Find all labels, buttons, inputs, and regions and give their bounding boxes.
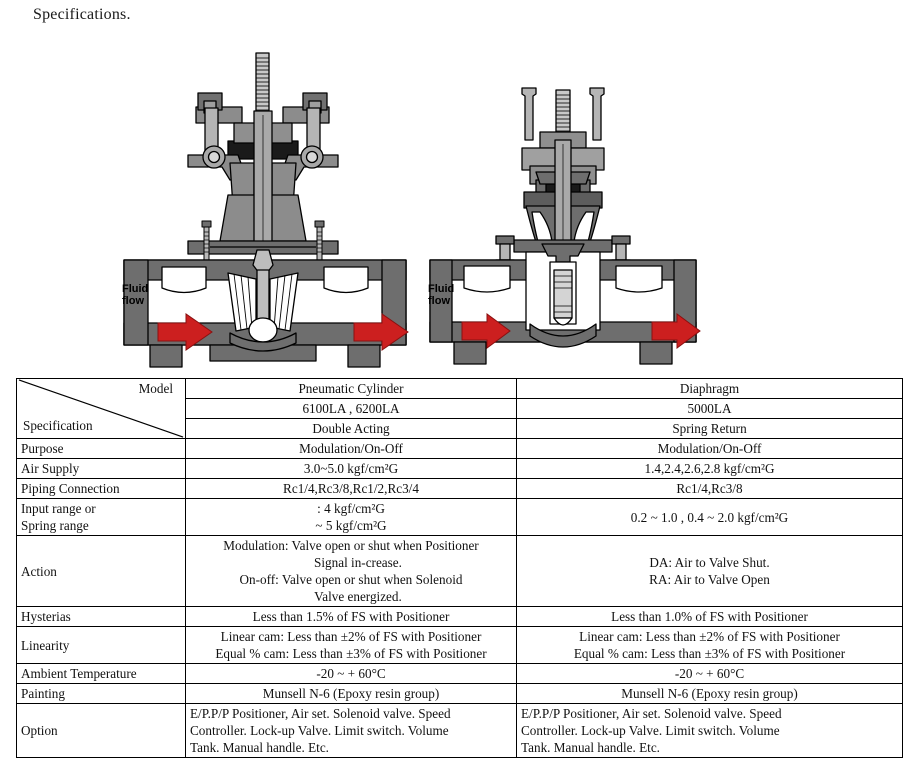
diaphragm-option-line3: Tank. Manual handle. Etc. (521, 740, 660, 755)
pneumatic-option-line2: Controller. Lock-up Valve. Limit switch.… (190, 723, 449, 738)
cell-pneumatic-action: Modulation: Valve open or shut when Posi… (185, 535, 517, 607)
flow-label-right-line1: Fluid (428, 283, 455, 295)
pneumatic-option-line1: E/P.P/P Positioner, Air set. Solenoid va… (190, 706, 451, 721)
input-range-label-line2: Spring range (21, 518, 89, 533)
flow-label-right: Fluid flow (428, 283, 454, 307)
diaphragm-linearity-line2: Equal % cam: Less than ±3% of FS with Po… (573, 646, 846, 661)
row-label-input-range: Input range or Spring range (16, 498, 186, 536)
table-row-piping-connection: Piping Connection Rc1/4,Rc3/8,Rc1/2,Rc3/… (16, 478, 903, 499)
table-row-input-range: Input range or Spring range : 4 kgf/cm²G… (16, 498, 903, 536)
cell-diaphragm-option: E/P.P/P Positioner, Air set. Solenoid va… (516, 703, 903, 758)
diaphragm-valve-diagram (429, 87, 697, 365)
pneumatic-action-line2: Signal in-crease. (314, 555, 402, 570)
column-header-pneumatic: Pneumatic Cylinder (185, 378, 517, 399)
flow-arrow-right-out (651, 313, 701, 349)
cell-diaphragm-hysterias: Less than 1.0% of FS with Positioner (516, 606, 903, 627)
corner-model-label: Model (138, 381, 173, 396)
diaphragm-option-line2: Controller. Lock-up Valve. Limit switch.… (521, 723, 780, 738)
row-label-piping-connection: Piping Connection (16, 478, 186, 499)
pneumatic-linearity-line2: Equal % cam: Less than ±3% of FS with Po… (215, 646, 487, 661)
pneumatic-action-line4: Valve energized. (314, 589, 402, 604)
table-row-model-codes: 6100LA , 6200LA 5000LA (17, 398, 903, 419)
cell-pneumatic-option: E/P.P/P Positioner, Air set. Solenoid va… (185, 703, 517, 758)
cell-diaphragm-air-supply: 1.4,2.4,2.6,2.8 kgf/cm²G (516, 458, 903, 479)
cell-pneumatic-purpose: Modulation/On-Off (185, 438, 517, 459)
table-row-air-supply: Air Supply 3.0~5.0 kgf/cm²G 1.4,2.4,2.6,… (16, 458, 903, 479)
diaphragm-linearity-line1: Linear cam: Less than ±2% of FS with Pos… (579, 629, 840, 644)
cell-diaphragm-acting: Spring Return (516, 418, 903, 439)
cell-pneumatic-input-range: : 4 kgf/cm²G ~ 5 kgf/cm²G (185, 498, 517, 536)
flow-label-left: Fluid flow (122, 283, 148, 307)
specifications-table: Model Specification Pneumatic Cylinder D… (16, 378, 903, 758)
flow-label-left-line1: Fluid (122, 283, 149, 295)
cell-pneumatic-linearity: Linear cam: Less than ±2% of FS with Pos… (185, 626, 517, 664)
page-title: Specifications. (33, 6, 131, 23)
cell-diaphragm-ambient: -20 ~ + 60°C (516, 663, 903, 684)
table-row-painting: Painting Munsell N-6 (Epoxy resin group)… (16, 683, 903, 704)
table-header-row: Model Specification Pneumatic Cylinder D… (16, 378, 903, 439)
row-label-air-supply: Air Supply (16, 458, 186, 479)
pneumatic-action-line3: On-off: Valve open or shut when Solenoid (239, 572, 463, 587)
row-label-painting: Painting (16, 683, 186, 704)
cell-pneumatic-model-code: 6100LA , 6200LA (185, 398, 517, 419)
corner-spec-label: Specification (23, 418, 93, 433)
cell-diaphragm-linearity: Linear cam: Less than ±2% of FS with Pos… (516, 626, 903, 664)
cell-diaphragm-model-code: 5000LA (516, 398, 903, 419)
row-label-option: Option (16, 703, 186, 758)
row-label-hysterias: Hysterias (16, 606, 186, 627)
table-row-acting-type: Double Acting Spring Return (17, 418, 903, 439)
cell-diaphragm-spring-range: 0.2 ~ 1.0 , 0.4 ~ 2.0 kgf/cm²G (516, 498, 903, 536)
pneumatic-option-line3: Tank. Manual handle. Etc. (190, 740, 329, 755)
table-row-hysterias: Hysterias Less than 1.5% of FS with Posi… (16, 606, 903, 627)
cell-diaphragm-piping: Rc1/4,Rc3/8 (516, 478, 903, 499)
cell-pneumatic-ambient: -20 ~ + 60°C (185, 663, 517, 684)
valve-diagram-area (0, 40, 919, 375)
cell-pneumatic-air-supply: 3.0~5.0 kgf/cm²G (185, 458, 517, 479)
flow-label-left-line2: flow (122, 295, 144, 307)
pneumatic-input-range-line1: : 4 kgf/cm²G (317, 501, 385, 516)
column-header-diaphragm: Diaphragm (516, 378, 903, 399)
diaphragm-action-line2: RA: Air to Valve Open (649, 572, 770, 587)
row-label-action: Action (16, 535, 186, 607)
pneumatic-linearity-line1: Linear cam: Less than ±2% of FS with Pos… (220, 629, 482, 644)
cell-diaphragm-purpose: Modulation/On-Off (516, 438, 903, 459)
table-row-purpose: Purpose Modulation/On-Off Modulation/On-… (16, 438, 903, 459)
flow-label-right-line2: flow (428, 295, 450, 307)
input-range-label-line1: Input range or (21, 501, 96, 516)
row-label-purpose: Purpose (16, 438, 186, 459)
pneumatic-action-line1: Modulation: Valve open or shut when Posi… (223, 538, 479, 553)
flow-arrow-left-in (157, 313, 213, 351)
flow-arrow-left-out (353, 313, 409, 351)
diaphragm-action-line1: DA: Air to Valve Shut. (649, 555, 770, 570)
diaphragm-option-line1: E/P.P/P Positioner, Air set. Solenoid va… (521, 706, 782, 721)
table-row-ambient-temperature: Ambient Temperature -20 ~ + 60°C -20 ~ +… (16, 663, 903, 684)
cell-diaphragm-action: DA: Air to Valve Shut. RA: Air to Valve … (516, 535, 903, 607)
row-label-linearity: Linearity (16, 626, 186, 664)
pneumatic-input-range-line2: ~ 5 kgf/cm²G (315, 518, 387, 533)
cell-pneumatic-acting: Double Acting (185, 418, 517, 439)
corner-header-cell: Model Specification (16, 378, 186, 439)
flow-arrow-right-in (461, 313, 511, 349)
cell-pneumatic-piping: Rc1/4,Rc3/8,Rc1/2,Rc3/4 (185, 478, 517, 499)
table-row-linearity: Linearity Linear cam: Less than ±2% of F… (16, 626, 903, 664)
cell-diaphragm-painting: Munsell N-6 (Epoxy resin group) (516, 683, 903, 704)
table-row-action: Action Modulation: Valve open or shut wh… (16, 535, 903, 607)
table-row-option: Option E/P.P/P Positioner, Air set. Sole… (16, 703, 903, 758)
cell-pneumatic-hysterias: Less than 1.5% of FS with Positioner (185, 606, 517, 627)
cell-pneumatic-painting: Munsell N-6 (Epoxy resin group) (185, 683, 517, 704)
row-label-ambient-temperature: Ambient Temperature (16, 663, 186, 684)
diagonal-divider-icon (18, 379, 184, 438)
